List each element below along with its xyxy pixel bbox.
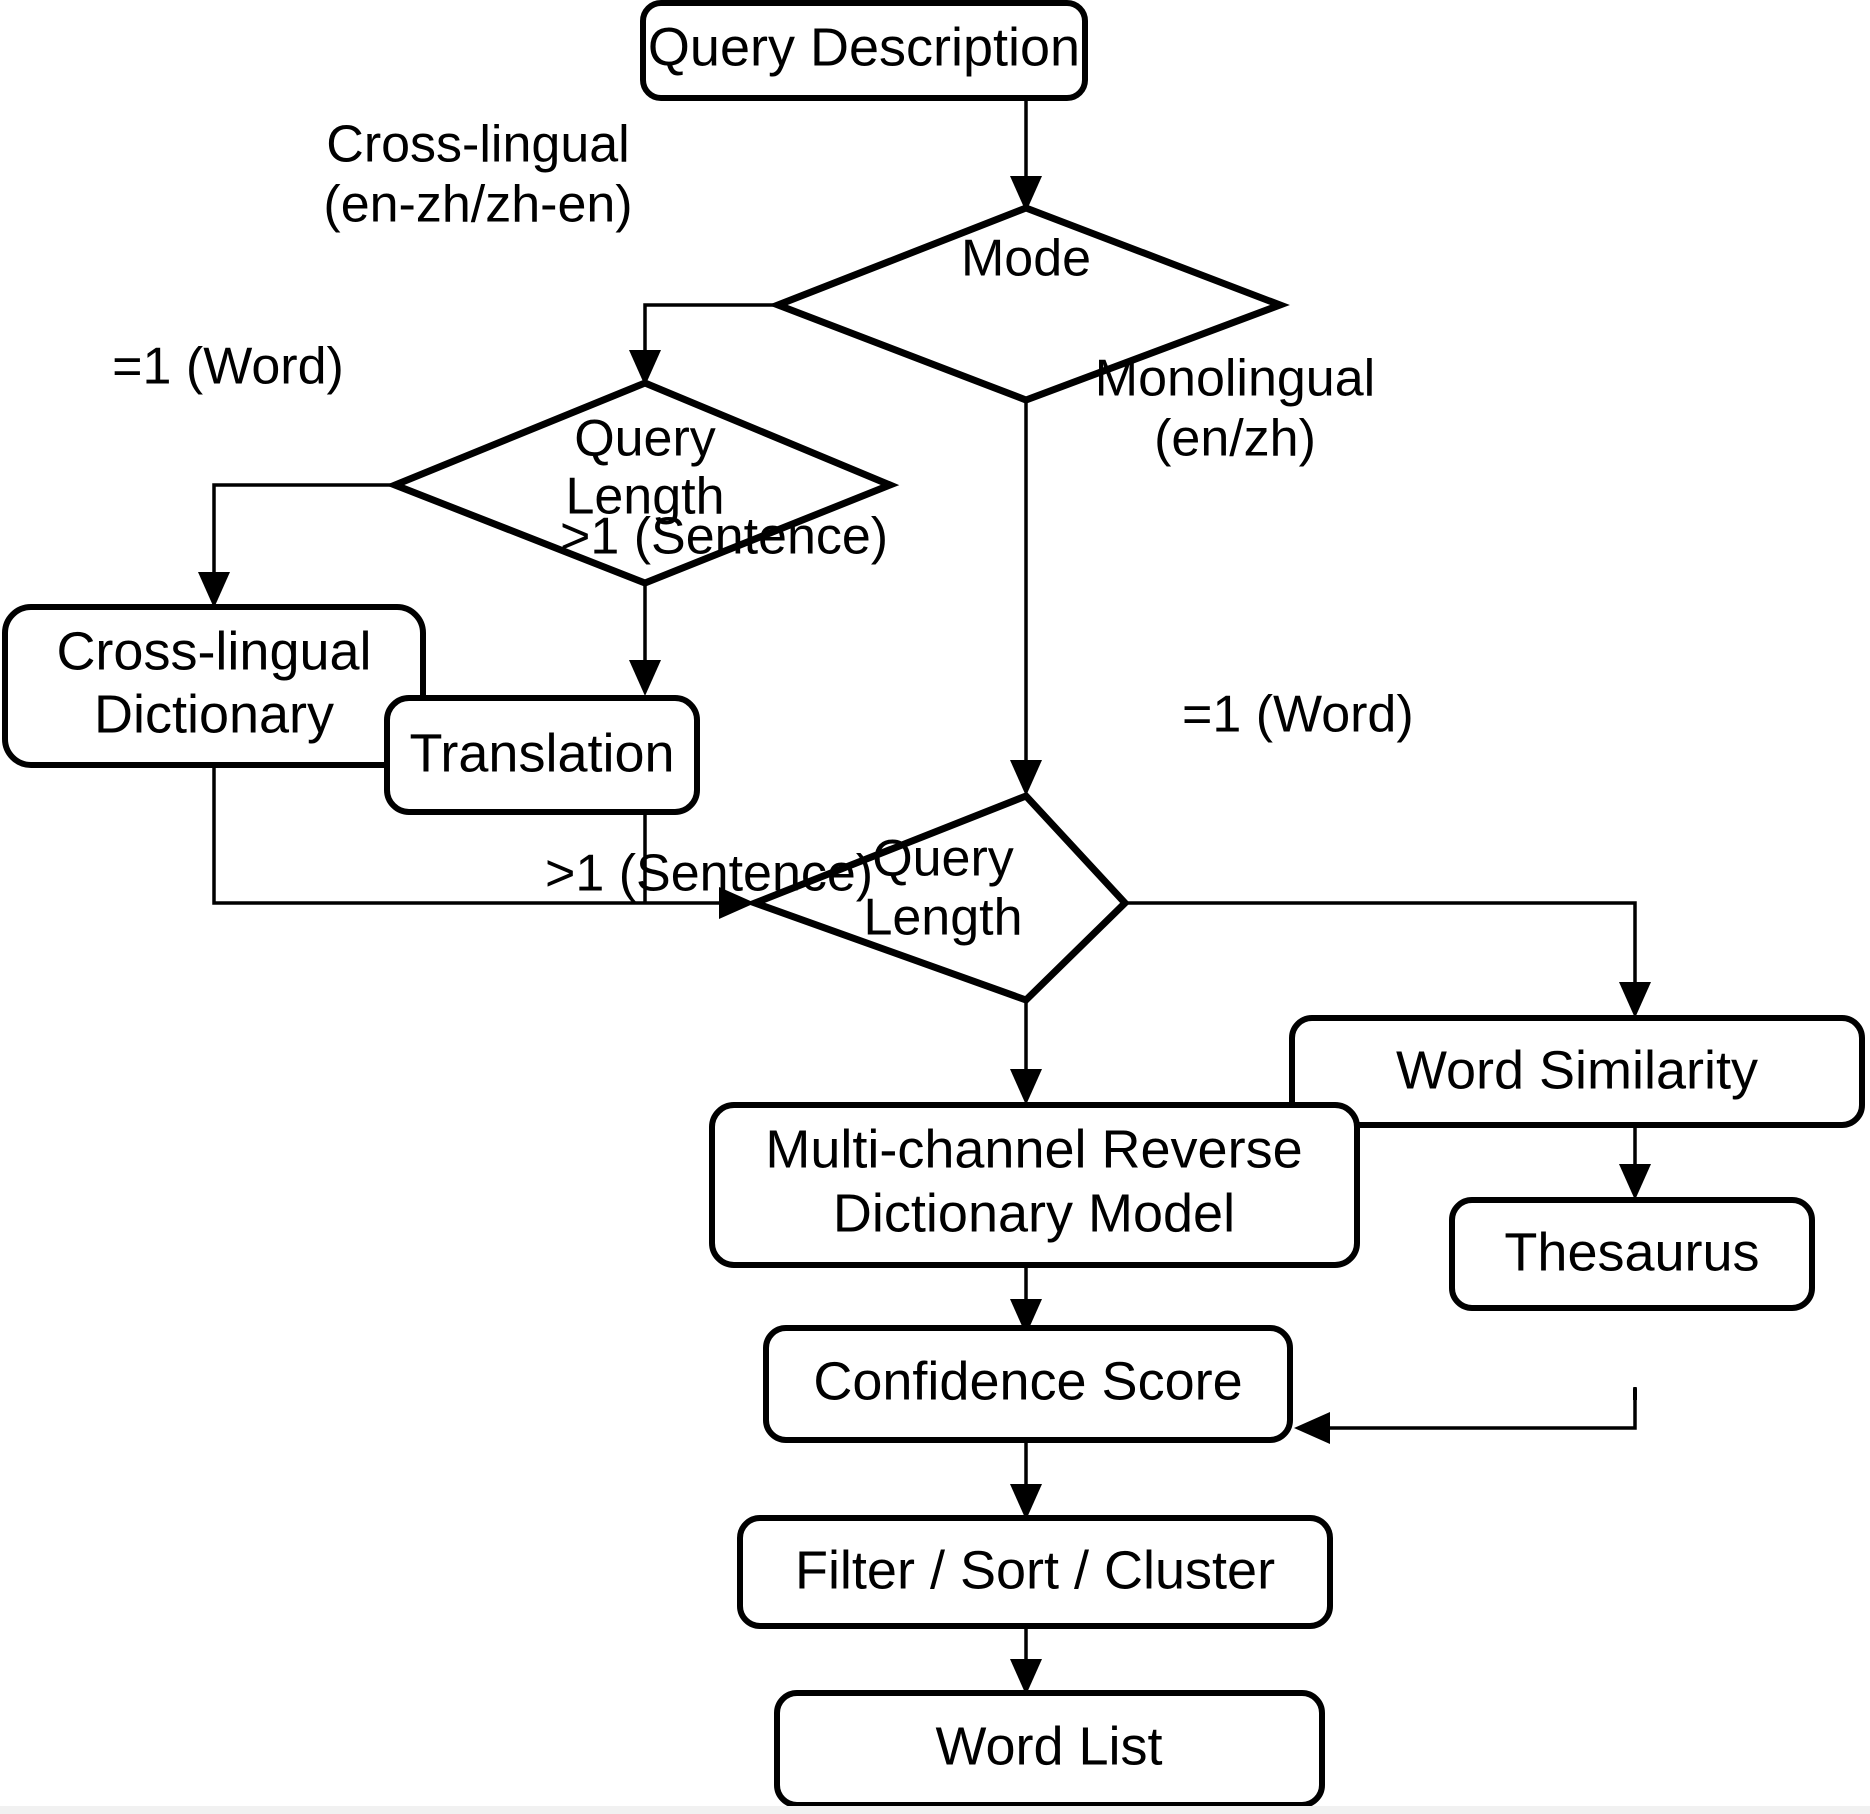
- edge-thesaurus-to-confidence-score: [1294, 1387, 1637, 1444]
- translation-box[interactable]: [384, 695, 700, 815]
- node-translation[interactable]: Translation: [384, 695, 700, 815]
- query-description-label: Query Description: [648, 17, 1080, 77]
- node-word-list[interactable]: Word List: [774, 1690, 1325, 1808]
- edge-mode-cross-lingual: [629, 303, 778, 386]
- edge-word-similarity-to-thesaurus: [1619, 1125, 1651, 1200]
- cross-lingual-dictionary-box[interactable]: [2, 604, 426, 768]
- confidence-score-label: Confidence Score: [813, 1351, 1242, 1411]
- multi-channel-model-label-line1: Multi-channel Reverse: [765, 1119, 1302, 1179]
- node-mode-decision[interactable]: Mode: [768, 204, 1290, 404]
- query-length-top-label-line1: Query: [574, 410, 716, 468]
- multi-channel-model-label-line2: Dictionary Model: [833, 1183, 1235, 1243]
- translation-label: Translation: [409, 723, 674, 783]
- node-cross-lingual-dictionary[interactable]: Cross-lingual Dictionary: [2, 604, 426, 768]
- query-length-bottom-label-line2: Length: [863, 889, 1022, 947]
- query-description-box[interactable]: [640, 0, 1088, 101]
- mode-label: Mode: [961, 230, 1091, 288]
- word-similarity-box[interactable]: [1289, 1015, 1865, 1128]
- mode-diamond[interactable]: [768, 204, 1290, 404]
- edge-model-to-confidence-score: [1010, 1265, 1042, 1335]
- query-length-top-diamond[interactable]: [385, 379, 900, 587]
- node-query-description[interactable]: Query Description: [640, 0, 1088, 101]
- query-length-top-label-line2: Length: [565, 468, 724, 526]
- edge-filter-to-word-list: [1010, 1625, 1042, 1695]
- edge-cross-lingual-dictionary-to-query-length-bottom: [212, 763, 755, 919]
- multi-channel-model-box[interactable]: [709, 1102, 1360, 1268]
- edge-label-word-bottom: =1 (Word): [1182, 686, 1414, 744]
- edge-label-cross-lingual-line1: Cross-lingual: [326, 116, 629, 174]
- bottom-edge-strip: [0, 1806, 1870, 1814]
- edge-query-length-top-sentence: [629, 583, 661, 696]
- thesaurus-box[interactable]: [1449, 1197, 1815, 1311]
- edge-label-word-top: =1 (Word): [112, 338, 344, 396]
- node-query-length-bottom-decision[interactable]: Query Length: [745, 791, 1130, 1005]
- node-query-length-top-decision[interactable]: Query Length: [385, 379, 900, 587]
- edge-mode-monolingual: [1010, 400, 1042, 796]
- edge-query-length-top-word: [198, 483, 395, 608]
- edge-label-sentence-bottom: >1 (Sentence): [545, 845, 873, 903]
- node-thesaurus[interactable]: Thesaurus: [1449, 1197, 1815, 1311]
- node-filter-sort-cluster[interactable]: Filter / Sort / Cluster: [737, 1515, 1333, 1629]
- edge-query-description-to-mode: [1010, 98, 1042, 212]
- filter-sort-cluster-box[interactable]: [737, 1515, 1333, 1629]
- edge-label-monolingual-line2: (en/zh): [1154, 410, 1316, 468]
- word-list-box[interactable]: [774, 1690, 1325, 1808]
- edge-label-monolingual: Monolingual (en/zh): [1095, 350, 1375, 468]
- query-length-bottom-label-line1: Query: [872, 830, 1014, 888]
- word-similarity-label: Word Similarity: [1396, 1040, 1758, 1100]
- confidence-score-box[interactable]: [763, 1325, 1293, 1443]
- edge-label-cross-lingual: Cross-lingual (en-zh/zh-en): [323, 116, 632, 234]
- filter-sort-cluster-label: Filter / Sort / Cluster: [795, 1540, 1275, 1600]
- edge-query-length-bottom-sentence: [1010, 1000, 1042, 1105]
- edge-confidence-score-to-filter: [1010, 1440, 1042, 1520]
- edge-label-sentence-top: >1 (Sentence): [560, 508, 888, 566]
- edge-query-length-bottom-word: [1125, 901, 1651, 1018]
- cross-lingual-dictionary-label-line2: Dictionary: [94, 684, 334, 744]
- cross-lingual-dictionary-label-line1: Cross-lingual: [56, 621, 371, 681]
- node-word-similarity[interactable]: Word Similarity: [1289, 1015, 1865, 1128]
- node-multi-channel-model[interactable]: Multi-channel Reverse Dictionary Model: [709, 1102, 1360, 1268]
- thesaurus-label: Thesaurus: [1504, 1222, 1759, 1282]
- edge-label-monolingual-line1: Monolingual: [1095, 350, 1375, 408]
- node-confidence-score[interactable]: Confidence Score: [763, 1325, 1293, 1443]
- word-list-label: Word List: [935, 1716, 1162, 1776]
- query-length-bottom-diamond[interactable]: [745, 791, 1130, 1005]
- edge-label-cross-lingual-line2: (en-zh/zh-en): [323, 176, 632, 234]
